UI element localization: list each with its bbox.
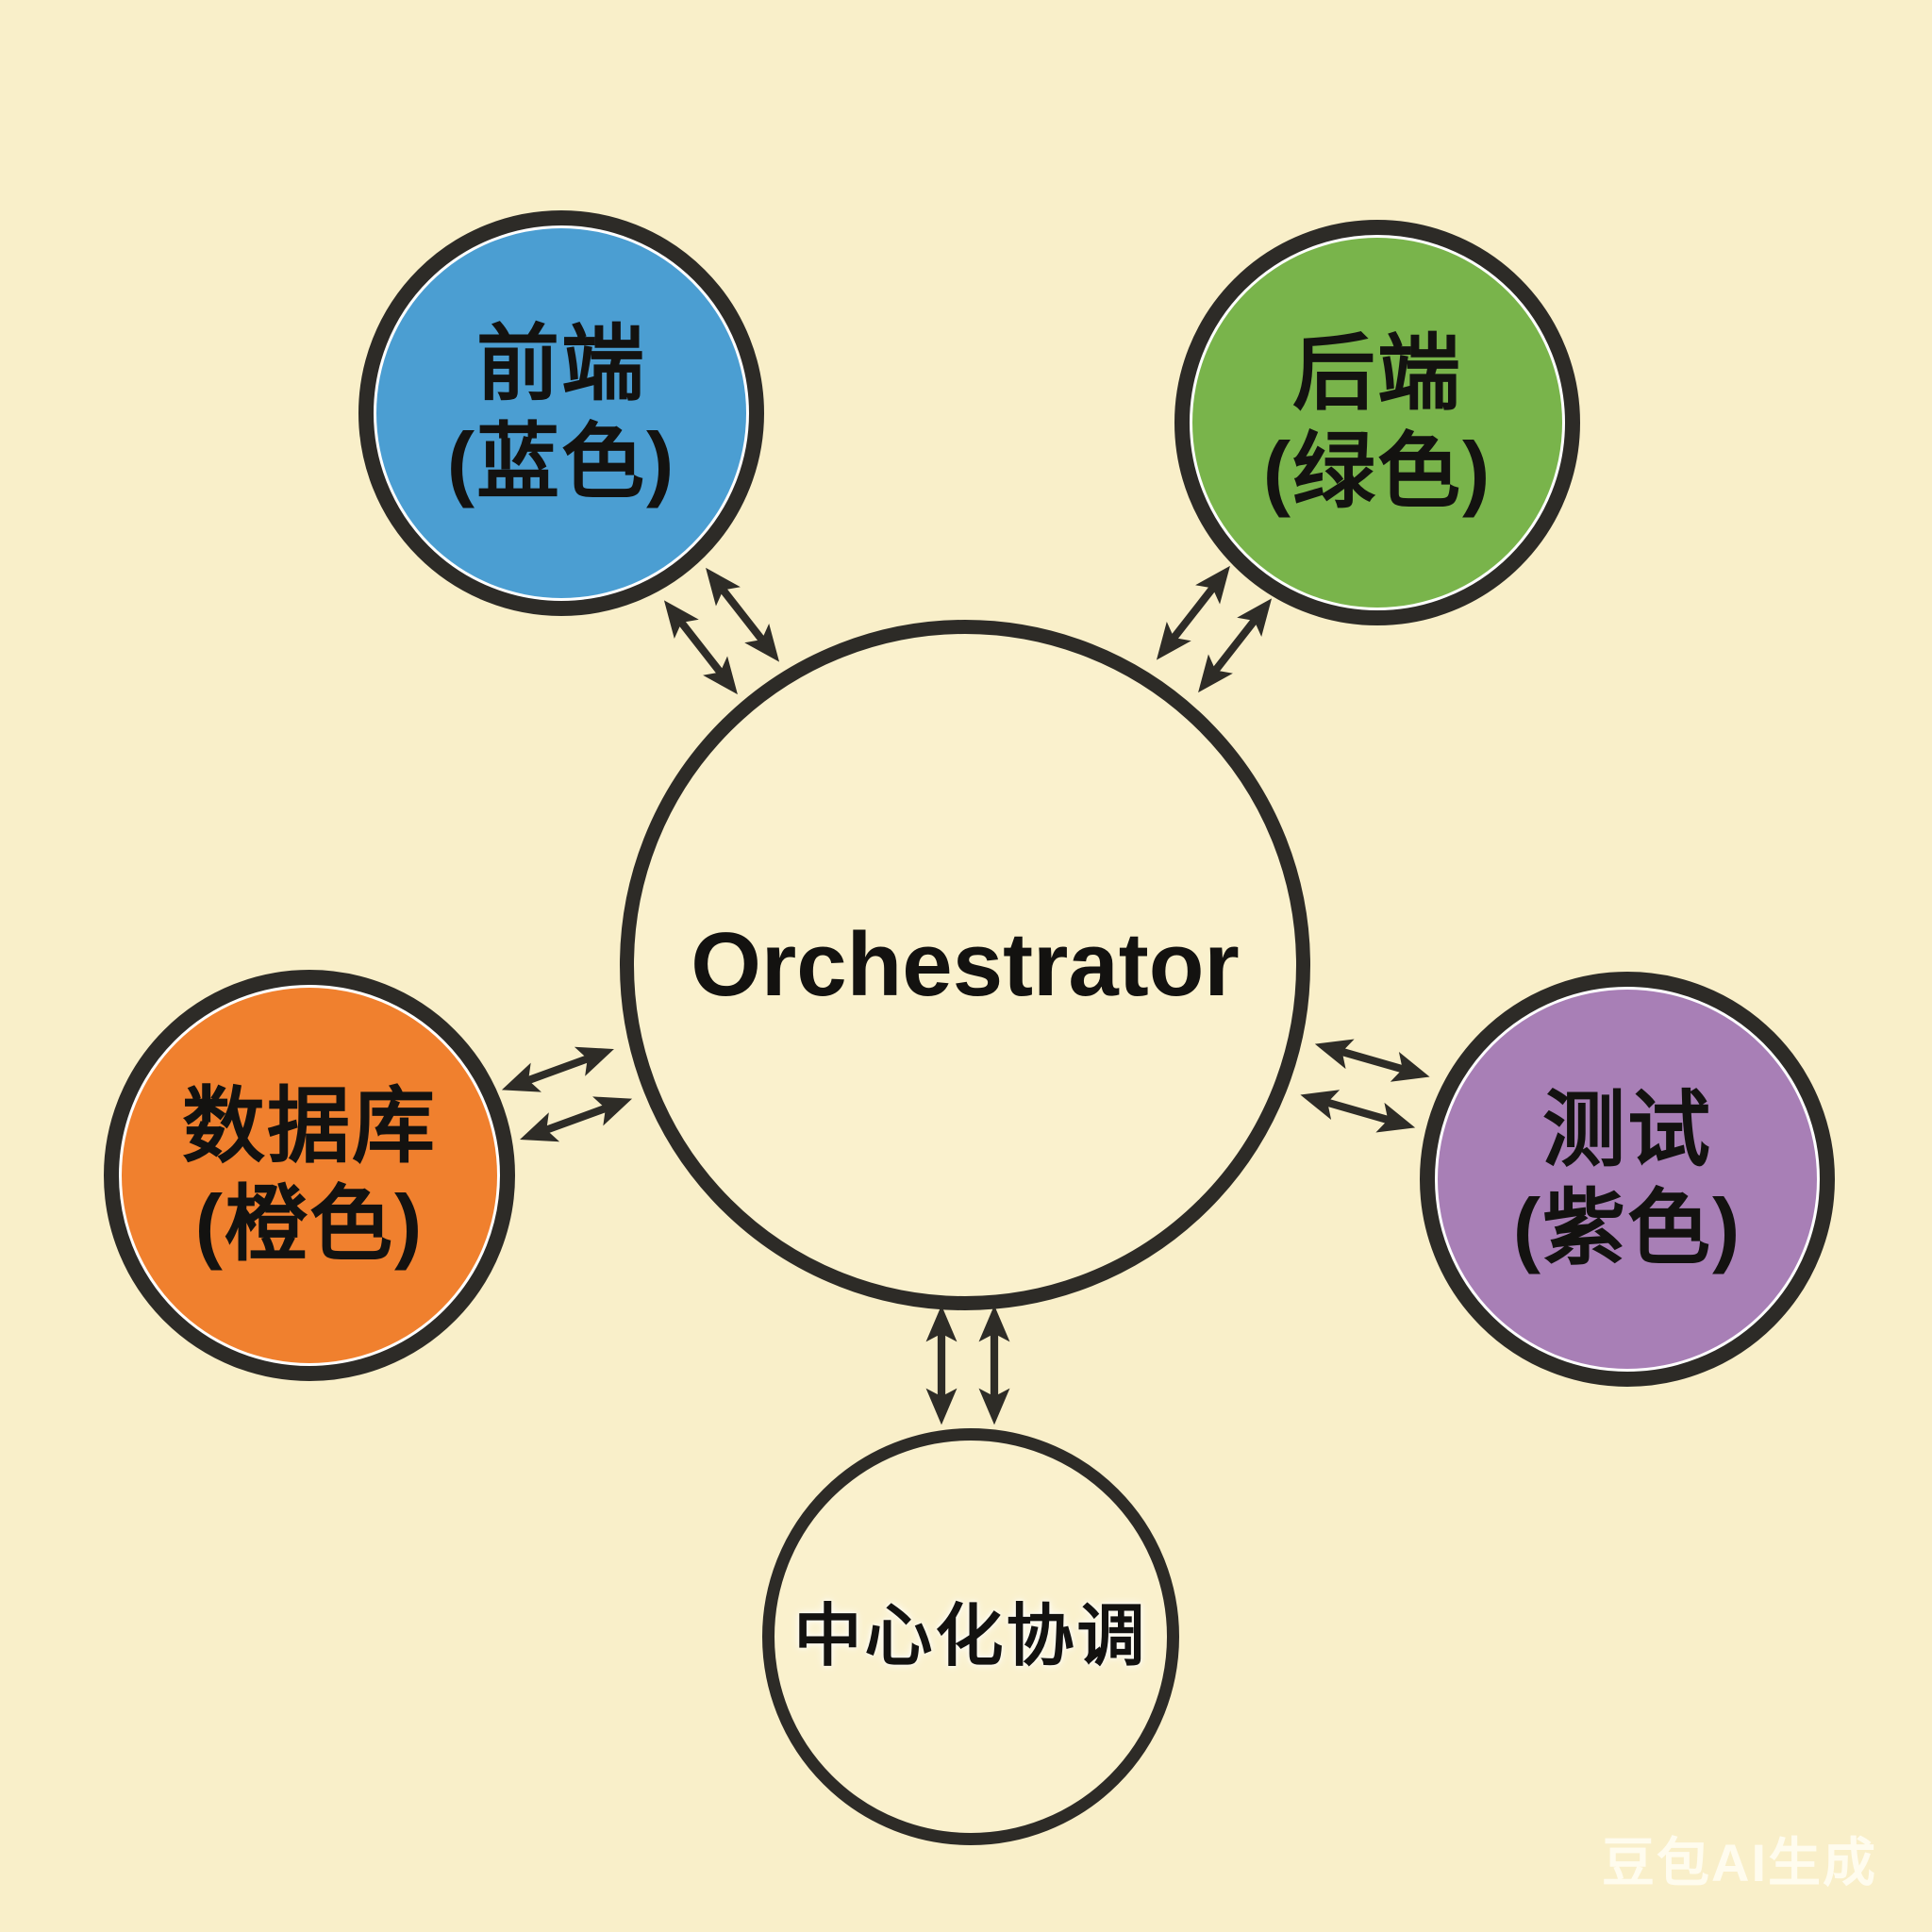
double-arrow-icon: [978, 1305, 1010, 1425]
node-database-label: 数据库 (橙色): [181, 1079, 437, 1271]
connection-backend-orchestrator: [1142, 555, 1287, 705]
node-backend-fill: [1192, 238, 1562, 608]
double-arrow-icon: [1198, 598, 1273, 693]
double-arrow-icon: [520, 1096, 633, 1142]
node-backend: 后端 (绿色): [1174, 220, 1580, 625]
node-coordination-label: 中心化协调: [793, 1598, 1148, 1674]
watermark: 豆包AI生成: [1602, 1833, 1877, 1892]
node-orchestrator: Orchestrator: [620, 620, 1310, 1310]
connection-coordination-orchestrator: [924, 1305, 1012, 1425]
node-testing-fill: [1438, 990, 1817, 1369]
node-testing-label: 测试 (紫色): [1512, 1083, 1742, 1274]
node-backend-label: 后端 (绿色): [1262, 326, 1492, 518]
node-database-fill: [122, 988, 497, 1363]
double-arrow-icon: [501, 1046, 614, 1092]
connection-testing-orchestrator: [1295, 1026, 1436, 1145]
double-arrow-icon: [706, 567, 780, 662]
node-coordination: 中心化协调: [762, 1428, 1179, 1845]
double-arrow-icon: [925, 1305, 958, 1425]
node-frontend-label: 前端 (蓝色): [446, 317, 676, 508]
double-arrow-icon: [1300, 1090, 1416, 1133]
node-database: 数据库 (橙色): [104, 970, 515, 1381]
connection-frontend-orchestrator: [650, 557, 794, 707]
double-arrow-icon: [1314, 1039, 1430, 1082]
double-arrow-icon: [1156, 565, 1230, 660]
node-testing: 测试 (紫色): [1420, 972, 1835, 1387]
node-frontend-fill: [376, 228, 746, 598]
double-arrow-icon: [663, 600, 738, 695]
connection-database-orchestrator: [495, 1032, 639, 1157]
node-orchestrator-label: Orchestrator: [691, 914, 1240, 1016]
node-frontend: 前端 (蓝色): [358, 210, 764, 616]
